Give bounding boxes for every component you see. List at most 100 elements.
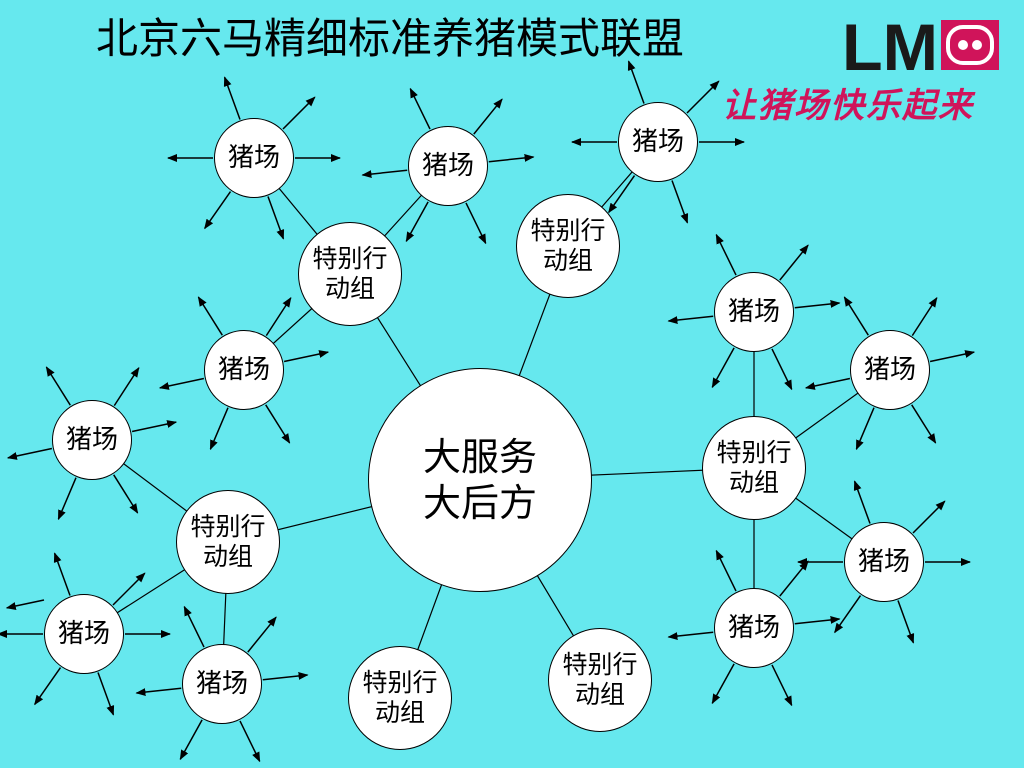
radiating-arrow [265, 404, 291, 444]
farm-node: 猪场 [408, 126, 488, 206]
group-node: 特别行动组 [176, 490, 280, 594]
radiating-arrow [5, 599, 45, 610]
radiating-arrow [131, 420, 178, 433]
radiating-arrow [57, 477, 77, 521]
radiating-arrow [223, 76, 241, 120]
radiating-arrow [779, 560, 809, 597]
group-node: 特别行动组 [516, 194, 620, 298]
radiating-arrow [667, 315, 714, 325]
farm-node: 猪场 [850, 330, 930, 410]
farm-label: 猪场 [863, 355, 916, 385]
radiating-arrow [853, 480, 871, 524]
radiating-arrow [262, 671, 309, 681]
farm-label: 猪场 [227, 143, 280, 173]
group-node: 特别行动组 [702, 416, 806, 520]
radiating-arrow [282, 96, 316, 130]
radiating-arrow [779, 244, 809, 281]
radiating-arrow [361, 169, 408, 179]
radiating-arrow [911, 404, 937, 444]
radiating-arrow [843, 296, 869, 336]
farm-label: 猪场 [631, 127, 684, 157]
radiating-arrow [204, 191, 232, 230]
group-node: 特别行动组 [298, 222, 402, 326]
slide-title: 北京六马精细标准养猪模式联盟 [96, 14, 685, 63]
radiating-arrow [897, 600, 915, 644]
radiating-arrow [179, 719, 203, 761]
radiating-arrow [911, 297, 938, 337]
group-node: 特别行动组 [548, 628, 652, 732]
radiating-arrow [265, 297, 292, 337]
radiating-arrow [247, 616, 277, 653]
farm-node: 猪场 [44, 594, 124, 674]
farm-node: 猪场 [844, 522, 924, 602]
radiating-arrow [794, 615, 841, 625]
radiating-arrow [488, 153, 535, 163]
radiating-arrow [715, 233, 737, 276]
farm-node: 猪场 [52, 400, 132, 480]
farm-node: 猪场 [714, 272, 794, 352]
group-label: 特别行动组 [716, 438, 792, 497]
radiating-arrow [912, 500, 946, 534]
radiating-arrow [771, 664, 793, 707]
radiating-arrow [113, 474, 139, 514]
radiating-arrow [473, 98, 503, 135]
radiating-arrow [405, 201, 429, 243]
radiating-arrow [686, 80, 720, 114]
arrow-layer [0, 60, 976, 763]
farm-node: 猪场 [714, 588, 794, 668]
radiating-arrow [112, 572, 146, 606]
radiating-arrow [183, 605, 205, 648]
radiating-arrow [239, 720, 261, 763]
farm-label: 猪场 [421, 151, 474, 181]
group-label: 特别行动组 [562, 650, 638, 709]
group-label: 特别行动组 [530, 216, 606, 275]
radiating-arrow [97, 672, 115, 716]
radiating-arrow [135, 687, 182, 697]
slogan: 让猪场快乐起来 [722, 86, 974, 126]
radiating-arrow [158, 377, 205, 390]
farm-label: 猪场 [727, 297, 780, 327]
radiating-arrow [627, 60, 645, 104]
farm-label: 猪场 [195, 669, 248, 699]
farm-label: 猪场 [727, 613, 780, 643]
pig-snout-icon [941, 20, 999, 70]
radiating-arrow [283, 350, 330, 363]
radiating-arrow [711, 347, 735, 389]
farm-node: 猪场 [618, 102, 698, 182]
radiating-arrow [34, 667, 62, 706]
radiating-arrow [45, 366, 71, 406]
radiating-arrow [855, 407, 875, 451]
radiating-arrow [929, 350, 976, 363]
farm-node: 猪场 [182, 644, 262, 724]
radiating-arrow [608, 175, 636, 214]
radiating-arrow [465, 202, 487, 245]
lm-logo: LM [842, 14, 999, 76]
radiating-arrow [711, 663, 735, 705]
center-label: 大服务大后方 [422, 435, 537, 525]
radiating-arrow [715, 549, 737, 592]
farm-label: 猪场 [217, 355, 270, 385]
radiating-arrow [113, 367, 140, 407]
radiating-arrow [409, 87, 431, 130]
radiating-arrow [794, 299, 841, 309]
radiating-arrow [53, 552, 71, 596]
radiating-arrow [834, 595, 862, 634]
radiating-arrow [6, 447, 53, 460]
radiating-arrow [771, 348, 793, 391]
radiating-arrow [197, 296, 223, 336]
radiating-arrow [267, 196, 285, 240]
radiating-arrow [671, 180, 689, 224]
radiating-arrow [804, 377, 851, 390]
radiating-arrow [667, 631, 714, 641]
farm-node: 猪场 [204, 330, 284, 410]
center-node: 大服务大后方 [368, 368, 592, 592]
farm-node: 猪场 [214, 118, 294, 198]
logo-letters: LM [842, 14, 938, 76]
group-label: 特别行动组 [362, 668, 438, 727]
radiating-arrow [209, 407, 229, 451]
group-label: 特别行动组 [312, 244, 388, 303]
group-label: 特别行动组 [190, 512, 266, 571]
farm-label: 猪场 [57, 619, 110, 649]
group-node: 特别行动组 [348, 646, 452, 750]
